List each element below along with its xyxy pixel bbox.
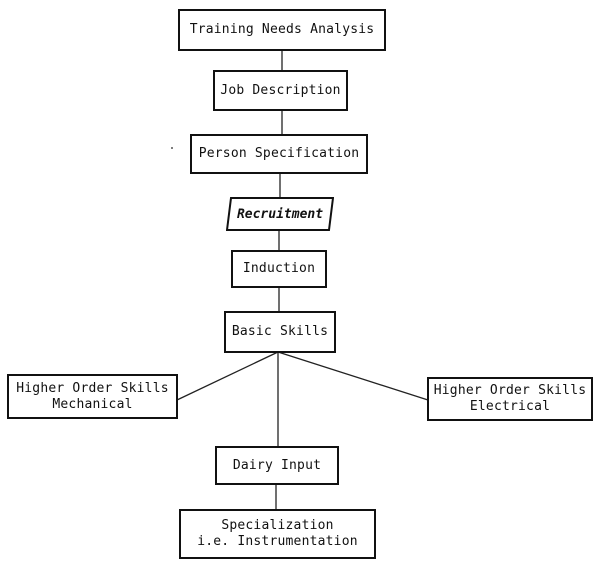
node-recruitment-shape bbox=[226, 197, 334, 231]
node-label: Recruitment bbox=[236, 206, 324, 222]
node-person-specification: Person Specification bbox=[190, 134, 368, 174]
node-label-line-2: Mechanical bbox=[52, 396, 133, 412]
node-label: Training Needs Analysis bbox=[189, 22, 375, 37]
node-label: Job Description bbox=[220, 82, 341, 98]
node-label-line-2: i.e. Instrumentation bbox=[197, 534, 358, 549]
node-basic-skills: Basic Skills bbox=[224, 311, 336, 353]
node-label: Person Specification bbox=[198, 146, 360, 161]
scan-speck bbox=[171, 147, 173, 149]
node-induction: Induction bbox=[231, 250, 327, 288]
node-label: Basic Skills bbox=[231, 324, 329, 339]
node-recruitment: Recruitment bbox=[226, 197, 334, 231]
edge-basic-skills-to-mechanical bbox=[176, 351, 279, 401]
node-label: Induction bbox=[242, 261, 316, 276]
node-label-line-1: Higher Order Skills bbox=[433, 383, 587, 398]
node-specialization: Specialization i.e. Instrumentation bbox=[179, 509, 376, 559]
node-training-needs-analysis: Training Needs Analysis bbox=[178, 9, 386, 51]
node-label-line-1: Higher Order Skills bbox=[16, 380, 169, 396]
node-higher-order-skills-electrical: Higher Order Skills Electrical bbox=[427, 377, 593, 421]
node-dairy-input: Dairy Input bbox=[215, 446, 339, 485]
node-label-line-2: Electrical bbox=[469, 399, 551, 414]
node-label-line-1: Specialization bbox=[221, 518, 334, 533]
node-label: Dairy Input bbox=[232, 457, 322, 473]
edge-basic-skills-to-electrical bbox=[277, 351, 429, 401]
node-job-description: Job Description bbox=[213, 70, 348, 111]
node-higher-order-skills-mechanical: Higher Order Skills Mechanical bbox=[7, 374, 178, 419]
